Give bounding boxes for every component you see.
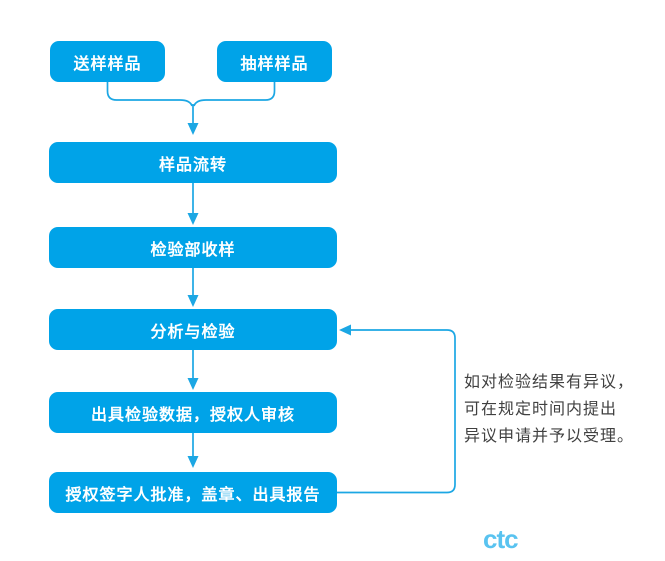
arrowhead-1 [187, 213, 199, 225]
box-drawn-sample-label: 抽样样品 [240, 55, 309, 73]
box-drawn-sample: 抽样样品 [217, 41, 332, 82]
box-approval-report-label: 授权签字人批准，盖章、出具报告 [65, 486, 321, 504]
ctc-logo: ctc [483, 524, 519, 554]
feedback-arrowhead [339, 324, 351, 336]
box-sent-sample: 送样样品 [50, 41, 165, 82]
objection-annotation: 如对检验结果有异议， 可在规定时间内提出 异议申请并予以受理。 [464, 374, 635, 445]
merge-arrowhead [187, 123, 199, 135]
arrowhead-3 [187, 378, 199, 390]
box-department-receive-label: 检验部收样 [150, 241, 236, 259]
box-sent-sample-label: 送样样品 [73, 55, 142, 73]
box-sample-transfer-label: 样品流转 [158, 156, 227, 174]
box-data-review: 出具检验数据，授权人审核 [49, 392, 337, 433]
box-analysis-inspection: 分析与检验 [49, 309, 337, 350]
merge-line-left [106, 82, 193, 107]
box-data-review-label: 出具检验数据，授权人审核 [90, 406, 295, 424]
box-department-receive: 检验部收样 [49, 227, 337, 268]
arrowhead-2 [187, 295, 199, 307]
arrowhead-4 [187, 456, 199, 468]
merge-line-right [193, 82, 276, 107]
feedback-loop-line [337, 329, 456, 494]
box-approval-report: 授权签字人批准，盖章、出具报告 [49, 472, 337, 513]
box-sample-transfer: 样品流转 [49, 142, 337, 183]
box-analysis-inspection-label: 分析与检验 [150, 323, 236, 341]
